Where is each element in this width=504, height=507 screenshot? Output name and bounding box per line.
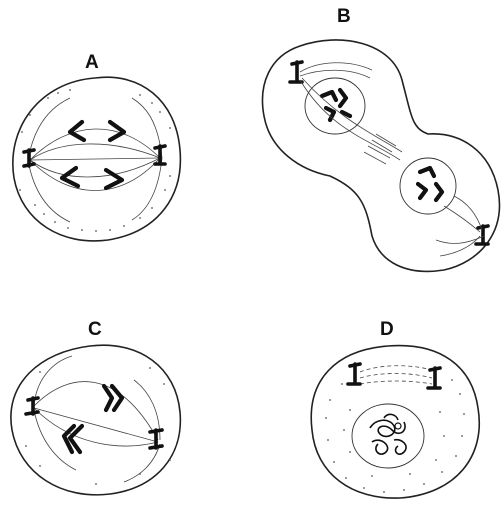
cell-d-cytoplasm-stipple: [325, 379, 465, 493]
cell-c: C: [11, 319, 180, 495]
cell-c-label: C: [88, 319, 102, 340]
cell-a-chromosome-lower-left: [62, 168, 78, 186]
cell-a-cytoplasm-stipple: [19, 89, 171, 232]
cell-d-aster-lines: [360, 366, 432, 384]
cell-d-chromatin: [370, 414, 406, 454]
cell-a-chromosome-upper-right: [110, 122, 124, 140]
cell-c-chromosomes-lower: [64, 426, 82, 452]
cell-a-spindle-fibers: [28, 98, 162, 222]
cell-d-label: D: [380, 319, 394, 340]
cell-b-label: B: [337, 6, 351, 27]
cell-a-chromosome-lower-right: [106, 170, 122, 188]
cell-c-spindle-fibers: [34, 356, 160, 482]
cell-c-chromosomes-upper: [104, 386, 122, 410]
cell-d-centriole-left: [348, 364, 360, 384]
cell-c-cytoplasm-stipple: [25, 367, 171, 485]
cell-b-upper-chromosomes: [322, 90, 350, 120]
cell-d-centriole-right: [428, 368, 440, 388]
cell-b-lower-chromosomes: [418, 168, 442, 200]
cell-b-lower-nucleus: [400, 158, 456, 214]
cell-d-membrane: [311, 346, 479, 499]
cell-b-upper-nucleus: [305, 78, 365, 134]
cell-b: B: [263, 6, 500, 271]
cell-b-centriole-lower: [476, 226, 488, 244]
cell-a: A: [13, 52, 181, 241]
cell-a-label: A: [85, 52, 99, 73]
cell-a-chromosome-upper-left: [70, 122, 84, 140]
cell-d: D: [311, 319, 479, 498]
cell-c-centriole-left: [26, 398, 38, 414]
